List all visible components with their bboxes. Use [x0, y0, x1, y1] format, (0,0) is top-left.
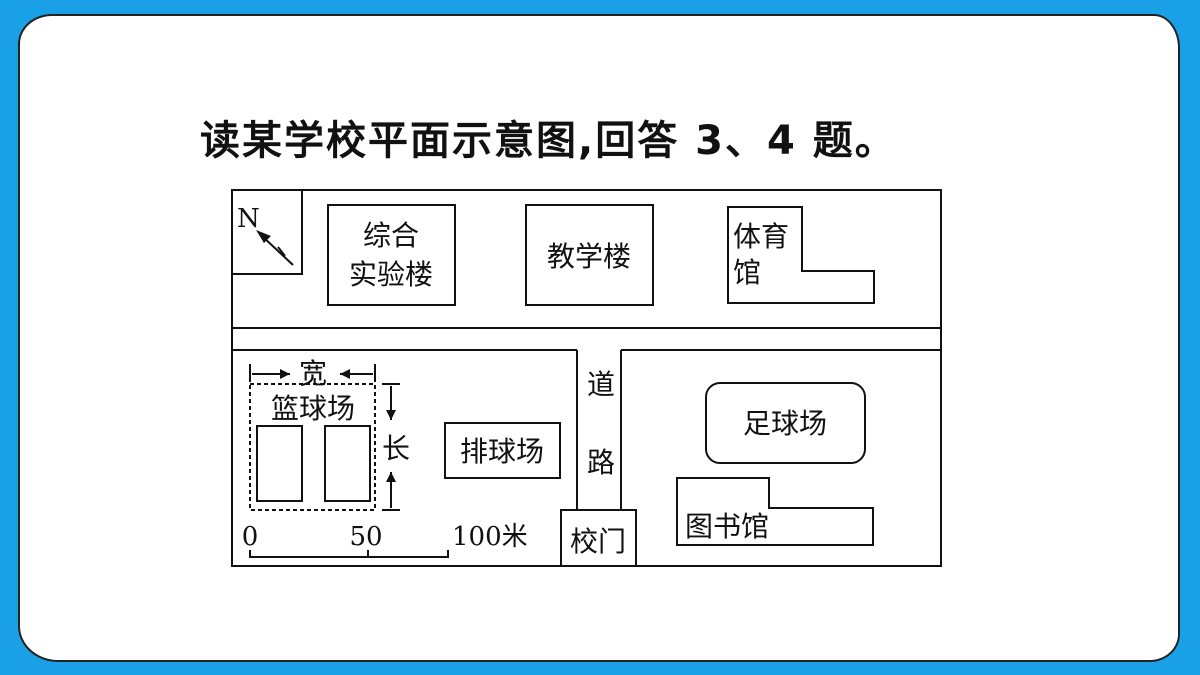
scale-tick-0: 0	[242, 522, 259, 552]
basketball-half-left	[256, 425, 303, 502]
length-arrowhead-bottom	[386, 472, 396, 482]
north-arrow-box	[231, 189, 303, 275]
slide-card	[18, 14, 1180, 662]
gym-building	[727, 206, 875, 304]
library-label: 图书馆	[685, 510, 769, 543]
width-label: 宽	[299, 357, 327, 390]
road-label-char1: 道	[587, 368, 615, 401]
library-building	[676, 477, 874, 546]
basketball-label: 篮球场	[271, 392, 355, 425]
lab-label-line2: 实验楼	[349, 258, 433, 291]
basketball-half-right	[324, 425, 371, 502]
road-label-char2: 路	[587, 446, 615, 479]
scale-tick-50: 50	[349, 522, 382, 552]
north-arrow-head	[256, 230, 271, 243]
volleyball-label: 排球场	[460, 435, 544, 468]
north-label: N	[237, 204, 260, 234]
gym-label-line1: 体育	[733, 220, 789, 253]
gym-label-line2: 馆	[733, 256, 761, 289]
scale-tick-100: 100米	[452, 522, 528, 552]
gate-label: 校门	[570, 525, 626, 558]
north-arrow-tick	[277, 246, 286, 257]
school-gate	[560, 509, 637, 567]
length-arrowhead-top	[386, 410, 396, 420]
teaching-building	[525, 204, 654, 306]
question-title: 读某学校平面示意图,回答 3、4 题。	[200, 118, 897, 164]
width-arrowhead-left	[280, 369, 290, 379]
teaching-label: 教学楼	[547, 240, 631, 273]
lab-label-line1: 综合	[363, 219, 419, 252]
volleyball-court	[444, 422, 561, 479]
lab-building	[327, 204, 456, 306]
football-label: 足球场	[743, 407, 827, 440]
north-arrow-shaft	[261, 235, 294, 266]
length-label: 长	[382, 432, 410, 465]
width-arrowhead-right	[340, 369, 350, 379]
scale-bar	[249, 550, 449, 558]
football-field	[705, 382, 866, 464]
